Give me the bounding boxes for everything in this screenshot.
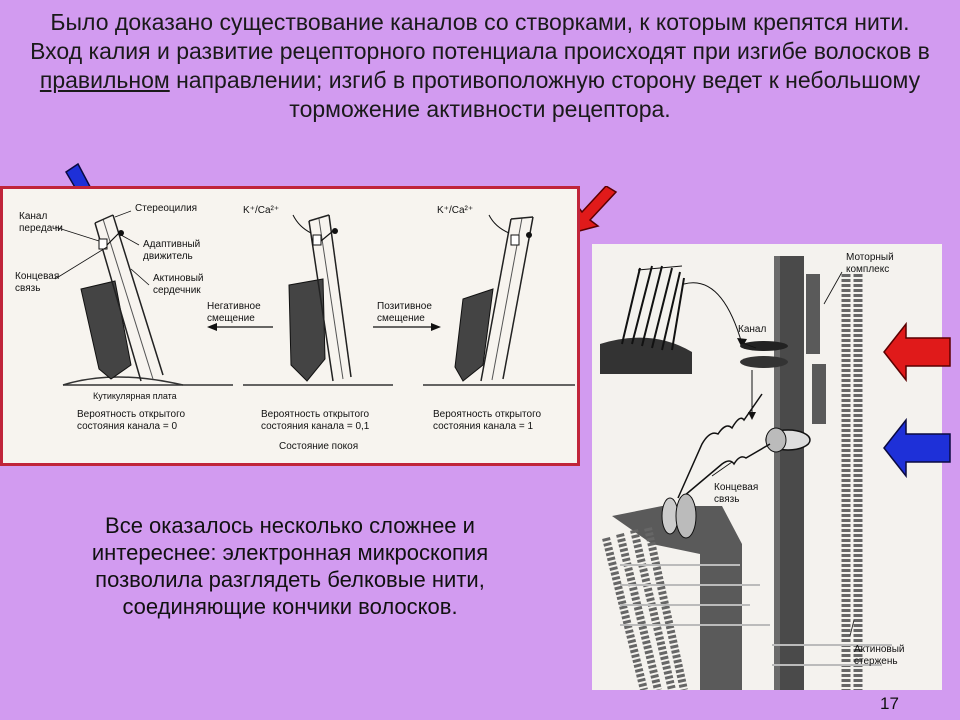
title-line-1: Было доказано существование каналов со с… (50, 9, 910, 35)
hair-bundle-sketch (600, 265, 747, 374)
stereocilium-rest (288, 214, 352, 382)
slide-title: Было доказано существование каналов со с… (20, 8, 940, 124)
label-positive-shift-line1: Позитивное (377, 301, 432, 312)
stereocilia-states-figure: Канал передачи Стереоцилия Концевая связ… (0, 186, 580, 466)
title-line-2: Вход калия и развитие рецепторного потен… (20, 37, 940, 124)
body-line-1: Все оказалось несколько сложнее и (105, 513, 475, 538)
stereocilium-negative (80, 214, 164, 382)
ion-label-mid: K⁺/Ca²⁺ (243, 205, 279, 216)
stereocilia-diagram: Канал передачи Стереоцилия Концевая связ… (15, 203, 575, 452)
prob-left-line2: состояния канала = 0 (77, 421, 177, 432)
body-line-3: позволила разглядеть белковые нити, (95, 567, 485, 592)
label-cuticular-plate: Кутикулярная плата (93, 391, 177, 401)
label-channel: Канал (738, 324, 766, 335)
tip-link-diagram: Моторный комплекс Канал Концевая связь А… (600, 252, 905, 691)
prob-mid-line1: Вероятность открытого (261, 409, 370, 420)
label-tip-link-line1: Концевая (15, 271, 59, 282)
label-adaptive-motor-line2: движитель (143, 251, 193, 262)
tip-link-model-figure: Моторный комплекс Канал Концевая связь А… (592, 244, 942, 691)
label-actin-rod-line1: Актиновый (854, 644, 905, 655)
red-arrow-icon (883, 322, 951, 382)
title-line-2-end: направлении; изгиб в противоположную сто… (169, 67, 921, 122)
label-channel-line2: передачи (19, 223, 63, 234)
prob-left-line1: Вероятность открытого (77, 409, 186, 420)
label-actin-core-line2: сердечник (153, 285, 201, 296)
label-actin-core-line1: Актиновый (153, 273, 204, 284)
body-line-2: интереснее: электронная микроскопия (91, 540, 489, 565)
prob-right-line1: Вероятность открытого (433, 409, 542, 420)
label-channel-line1: Канал (19, 211, 47, 222)
page-number: 17 (880, 694, 899, 713)
label-rest-state: Состояние покоя (279, 441, 358, 452)
prob-mid-line2: состояния канала = 0,1 (261, 421, 370, 432)
label-tip-link-line2: связь (15, 283, 40, 294)
scan-bleed-through (620, 564, 892, 666)
label-actin-rod-line2: стержень (854, 656, 898, 667)
blue-arrow-icon (883, 418, 951, 478)
label-stereocilia: Стереоцилия (135, 203, 197, 214)
label-negative-shift-line1: Негативное (207, 301, 261, 312)
lower-actin-beads (602, 527, 688, 691)
label-negative-shift-line2: смещение (207, 313, 255, 324)
label-tip-link-line2: связь (714, 494, 739, 505)
label-positive-shift-line2: смещение (377, 313, 425, 324)
prob-right-line2: состояния канала = 1 (433, 421, 533, 432)
label-motor-complex-line1: Моторный (846, 252, 894, 263)
body-text: Все оказалось несколько сложнее и интере… (40, 512, 540, 620)
label-motor-complex-line2: комплекс (846, 264, 889, 275)
label-tip-link-line1: Концевая (714, 482, 758, 493)
ion-label-right: K⁺/Ca²⁺ (437, 205, 473, 216)
stereocilium-positive (454, 216, 534, 382)
body-line-4: соединяющие кончики волосков. (122, 594, 458, 619)
title-underlined-word: правильном (39, 67, 170, 93)
title-line-2-start: Вход калия и развитие рецепторного потен… (30, 38, 930, 64)
actin-filament-beads (841, 274, 863, 690)
label-adaptive-motor-line1: Адаптивный (143, 239, 200, 250)
